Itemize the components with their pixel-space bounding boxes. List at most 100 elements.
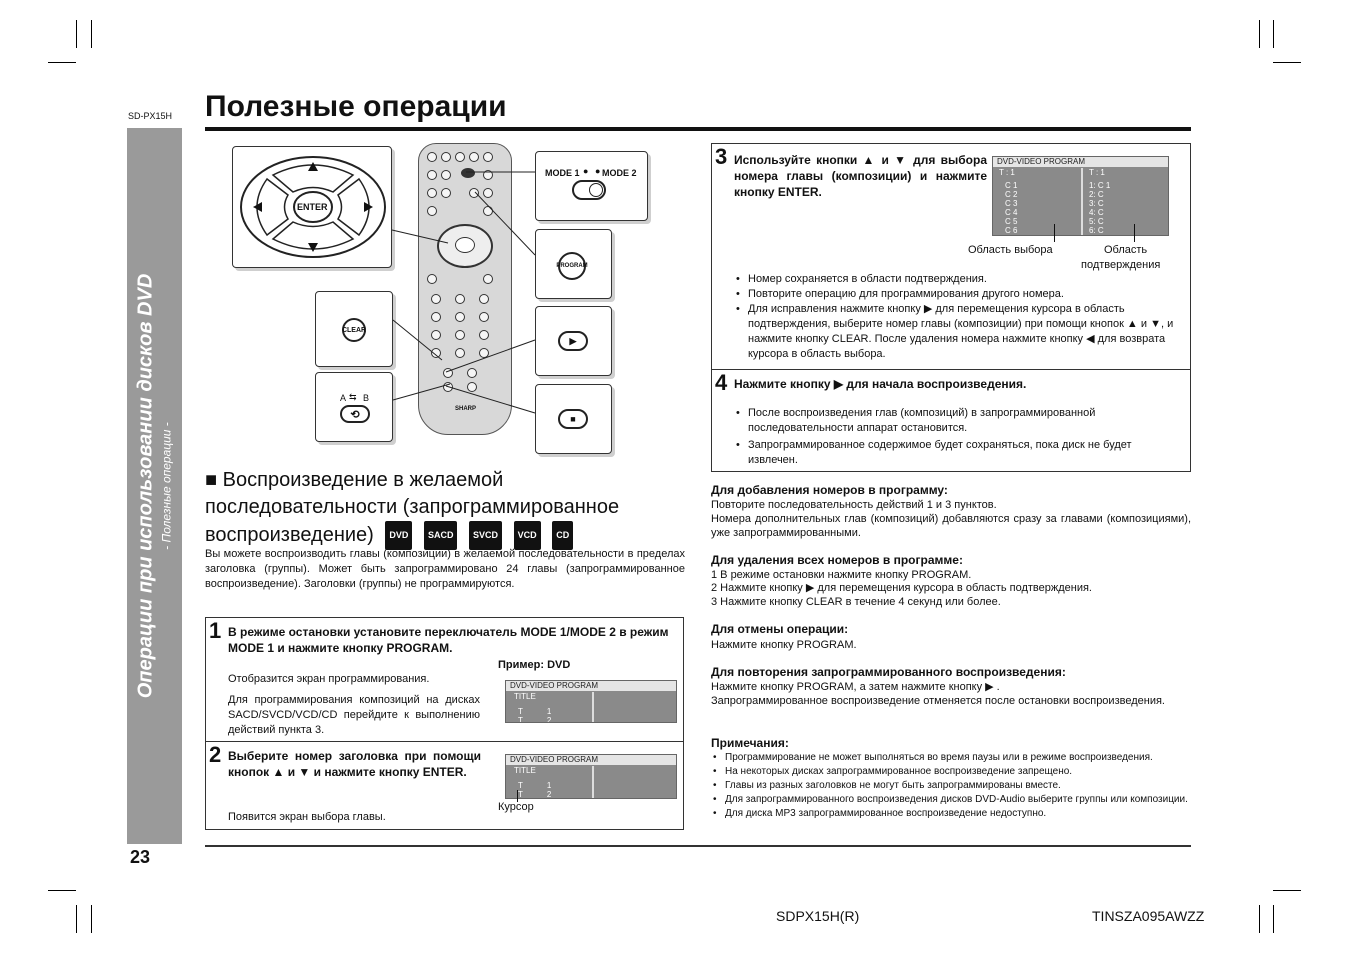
screen-row: 6: C: [1089, 226, 1104, 235]
remote-button: [427, 206, 437, 216]
program-button[interactable]: PROGRAM: [556, 252, 588, 280]
screen-row: 4: C: [1089, 208, 1104, 217]
add-text-1: Повторите последовательность действий 1 …: [711, 499, 997, 511]
section-title-line3: воспроизведение): [205, 523, 374, 546]
screen-row: C 2: [1005, 190, 1018, 199]
remote-button: [479, 348, 489, 358]
screen-row: C 6: [1005, 226, 1018, 235]
callout-stop: ■: [535, 384, 612, 454]
callout-ab-repeat: A ⇆ B ⟲: [315, 372, 393, 442]
remote-button: [469, 152, 479, 162]
ab-repeat-button[interactable]: ⟲: [340, 405, 370, 423]
screen-row: C 1: [1005, 181, 1018, 190]
step-3-screen: DVD-VIDEO PROGRAM T : 1 C 1 C 2 C 3 C 4 …: [992, 156, 1169, 236]
add-text-2: Номера дополнительных глав (композиций) …: [711, 513, 1191, 539]
play-button-small: [443, 368, 453, 378]
list-item: На некоторых дисках запрограммированное …: [711, 765, 1191, 779]
remote-button: [479, 294, 489, 304]
screen-row: C 3: [1005, 199, 1018, 208]
confirm-area-label-2: подтверждения: [1081, 259, 1161, 271]
list-item: После воспроизведения глав (композиций) …: [734, 406, 1174, 436]
list-item: Повторите операцию для программирования …: [734, 287, 1174, 302]
cancel-text: Нажмите кнопку PROGRAM.: [711, 639, 857, 651]
list-item: Для диска MP3 запрограммированное воспро…: [711, 807, 1191, 821]
remote-button: [431, 312, 441, 322]
step-3-number: 3: [715, 144, 728, 169]
crop-mark: [1259, 905, 1260, 933]
play-button[interactable]: ▶: [558, 331, 588, 351]
repeat-icon: ⟲: [350, 408, 360, 421]
delete-item-3: 3 Нажмите кнопку CLEAR в течение 4 секун…: [711, 596, 1001, 608]
confirm-area-label-1: Область: [1104, 244, 1148, 256]
ab-label-a: A: [340, 393, 347, 403]
mode-toggle[interactable]: [572, 180, 606, 200]
screen-row: 3: C: [1089, 199, 1104, 208]
step-3-heading: Используйте кнопки ▲ и ▼ для выбора номе…: [734, 153, 987, 199]
screen-row: 1: C 1: [1089, 181, 1111, 190]
navigation-pad-icon: [240, 156, 386, 258]
mode-dot-icon: ●: [595, 166, 601, 176]
crop-mark: [48, 890, 76, 891]
step-2-text: Появится экран выбора главы.: [228, 811, 386, 823]
mode-switch: [461, 168, 475, 178]
section-title-line1: Воспроизведение в желаемой: [222, 469, 504, 491]
footer-left: SDPX15H(R): [776, 908, 860, 924]
list-item: Номер сохраняется в области подтверждени…: [734, 272, 1174, 287]
format-badge-dvd: DVD: [385, 521, 413, 550]
cursor-label: Курсор: [498, 801, 534, 813]
stop-button[interactable]: ■: [558, 409, 588, 429]
step-3-bullets: Номер сохраняется в области подтверждени…: [734, 272, 1174, 362]
remote-enter: [455, 237, 475, 253]
crop-mark: [1273, 20, 1274, 48]
remote-button: [427, 188, 437, 198]
remote-button: [483, 152, 493, 162]
step-2-heading: Выберите номер заголовка при помощи кноп…: [228, 749, 481, 779]
remote-button: [441, 170, 451, 180]
crop-mark: [1259, 20, 1260, 48]
format-badge-cd: CD: [552, 521, 574, 550]
repeat-text-1: Нажмите кнопку PROGRAM, а затем нажмите …: [711, 681, 1000, 693]
list-item: Для запрограммированного воспроизведения…: [711, 793, 1191, 807]
section-title-line2: последовательности (запрограммированное: [205, 496, 620, 518]
remote-button: [455, 348, 465, 358]
repeat-heading: Для повторения запрограммированного восп…: [711, 665, 1066, 679]
remote-button: [455, 330, 465, 340]
remote-button: [479, 330, 489, 340]
remote-button: [441, 152, 451, 162]
clear-button[interactable]: CLEAR: [342, 318, 366, 342]
footer-right: TINSZA095AWZZ: [1092, 908, 1205, 924]
callout-program: PROGRAM: [535, 229, 612, 299]
page-number: 23: [130, 847, 151, 867]
remote-button: [483, 274, 493, 284]
format-badge-sacd: SACD: [423, 521, 458, 550]
remote-button: [427, 274, 437, 284]
step-3-box: 3 Используйте кнопки ▲ и ▼ для выбора но…: [711, 143, 1191, 370]
screen-title: DVD-VIDEO PROGRAM: [506, 755, 676, 765]
step-1-heading: В режиме остановки установите переключат…: [228, 625, 669, 655]
remote-button: [455, 294, 465, 304]
remote-button: [455, 152, 465, 162]
ab-arrow-icon: ⇆: [349, 392, 357, 402]
format-badge-svcd: SVCD: [469, 521, 503, 550]
cursor-pointer-line: [517, 790, 518, 802]
screen-right-pane: [592, 766, 674, 798]
list-item: Главы из разных заголовков не могут быть…: [711, 779, 1191, 793]
step-1-note: Для программирования композиций на диска…: [228, 694, 480, 736]
step-2-number: 2: [209, 742, 222, 767]
crop-mark: [76, 905, 77, 933]
enter-button[interactable]: ENTER: [297, 202, 328, 212]
step-1-box: 1 В режиме остановки установите переключ…: [205, 617, 684, 742]
screen-right-pane: [592, 692, 674, 722]
step-4-bullets: После воспроизведения глав (композиций) …: [734, 406, 1174, 468]
mode-toggle-knob: [589, 183, 603, 197]
confirm-pointer-line: [1134, 224, 1135, 242]
remote-button: [427, 152, 437, 162]
delete-heading: Для удаления всех номеров в программе:: [711, 553, 963, 567]
step-4-box: 4 Нажмите кнопку ▶ для начала воспроизве…: [711, 369, 1191, 472]
format-badge-vcd: VCD: [513, 521, 541, 550]
